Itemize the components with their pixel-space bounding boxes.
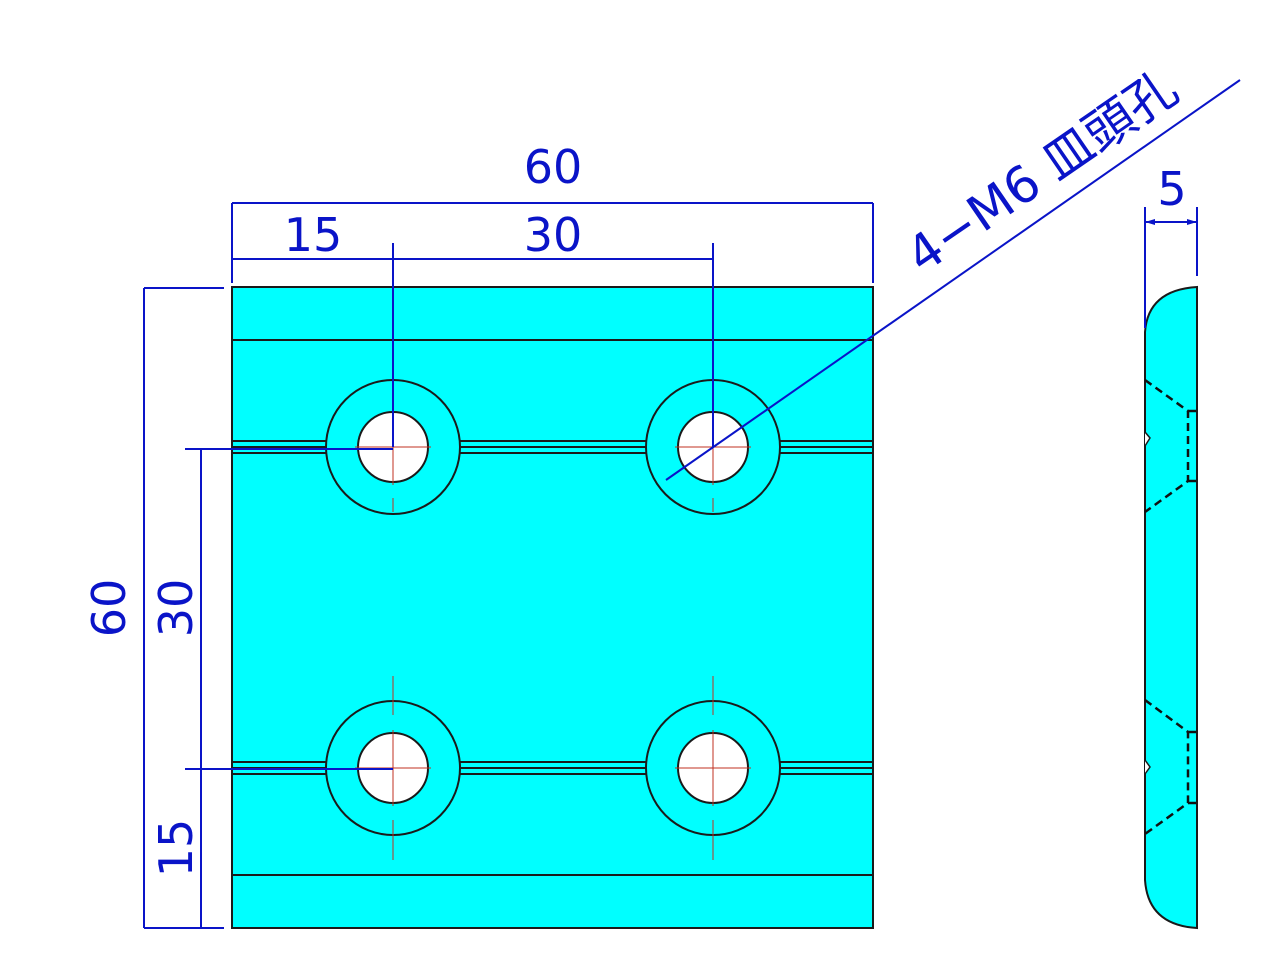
dim-hole-pitch-x: 30 — [524, 208, 583, 262]
groove-top — [232, 440, 873, 454]
dim-thickness: 5 — [1157, 162, 1186, 216]
dim-hole-offset-x: 15 — [284, 208, 343, 262]
hole-bottom-right — [645, 676, 781, 860]
dim-hole-offset-y: 15 — [149, 819, 203, 878]
dimension-thickness — [1144, 207, 1198, 328]
dimension-vertical — [143, 287, 393, 929]
callout-leader-line — [665, 79, 1241, 481]
dim-overall-height: 60 — [82, 579, 136, 638]
dimension-horizontal — [231, 202, 874, 447]
dim-overall-width: 60 — [524, 140, 583, 194]
side-view — [1144, 285, 1198, 930]
front-view — [231, 286, 874, 929]
dim-hole-pitch-y: 30 — [149, 579, 203, 638]
plate-outline — [231, 286, 874, 929]
